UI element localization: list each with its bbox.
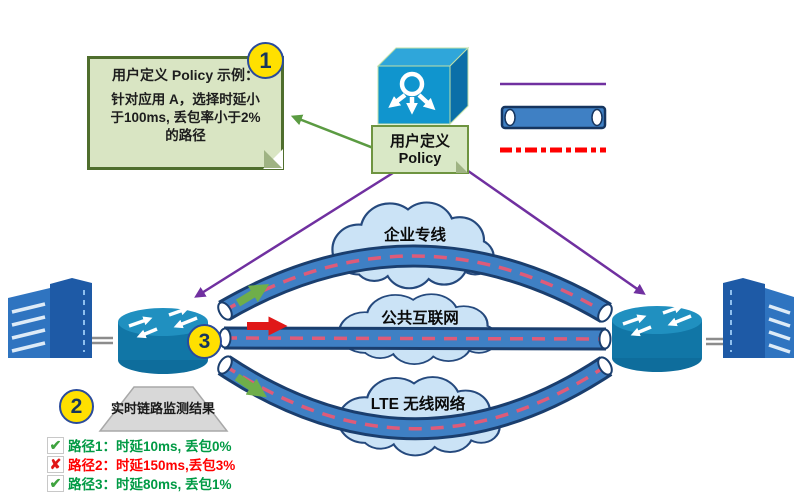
policy-line-to-right-router [460,164,646,295]
policy-line-to-left-router [194,164,405,298]
path-results-list: ✔ 路径1：时延10ms, 丢包0% ✘ 路径2：时延150ms,丢包3% ✔ … [47,436,235,492]
legend-tunnel-tube-icon [500,105,607,130]
path-result-row: ✘ 路径2：时延150ms,丢包3% [47,455,235,473]
policy-label-line2: Policy [398,151,442,167]
path-result-row: ✔ 路径3：时延80ms, 丢包1% [47,474,235,492]
step-badge-1: 1 [247,42,284,79]
path-result-text: 路径3：时延80ms, 丢包1% [68,477,232,492]
policy-example-note: 用户定义 Policy 示例： 针对应用 A，选择时延小 于100ms, 丢包率… [87,56,284,170]
policy-cube-icon [376,46,470,126]
link-monitor-label: 实时链路监测结果 [111,401,215,416]
policy-label-line1: 用户定义 [389,133,450,150]
green-check-icon: ✔ [47,436,64,454]
step-badge-3: 3 [187,324,222,359]
red-cross-icon: ✘ [47,455,64,473]
path-result-text: 路径1：时延10ms, 丢包0% [68,439,232,454]
probe-arrow-up-icon [235,284,270,307]
right-router-icon [612,304,702,372]
note-body: 针对应用 A，选择时延小 于100ms, 丢包率小于2% 的路径 [110,92,261,143]
path-result-row: ✔ 路径1：时延10ms, 丢包0% [47,436,235,454]
note-title: 用户定义 Policy 示例： [111,67,260,83]
right-office-building-icon [723,278,794,358]
step-badge-2: 2 [59,389,94,424]
cloud-label-enterprise: 企业专线 [383,225,447,244]
branch-arrows-icon [388,93,436,115]
link-monitor-panel: 实时链路监测结果 [98,386,229,432]
probe-arrow-down-icon [234,373,267,398]
wan-tube-top [218,244,612,323]
cloud-label-internet: 公共互联网 [381,309,459,327]
left-lan-link [92,336,116,345]
legend [500,82,607,153]
wan-tube-middle [223,326,607,351]
cloud-label-lte: LTE 无线网络 [371,394,466,413]
wan-tube-bottom [217,355,613,441]
policy-node-label: 用户定义 Policy [371,125,469,174]
path-result-text: 路径2：时延150ms,丢包3% [68,458,236,473]
left-office-building-icon [8,278,92,358]
green-check-icon: ✔ [47,474,64,492]
